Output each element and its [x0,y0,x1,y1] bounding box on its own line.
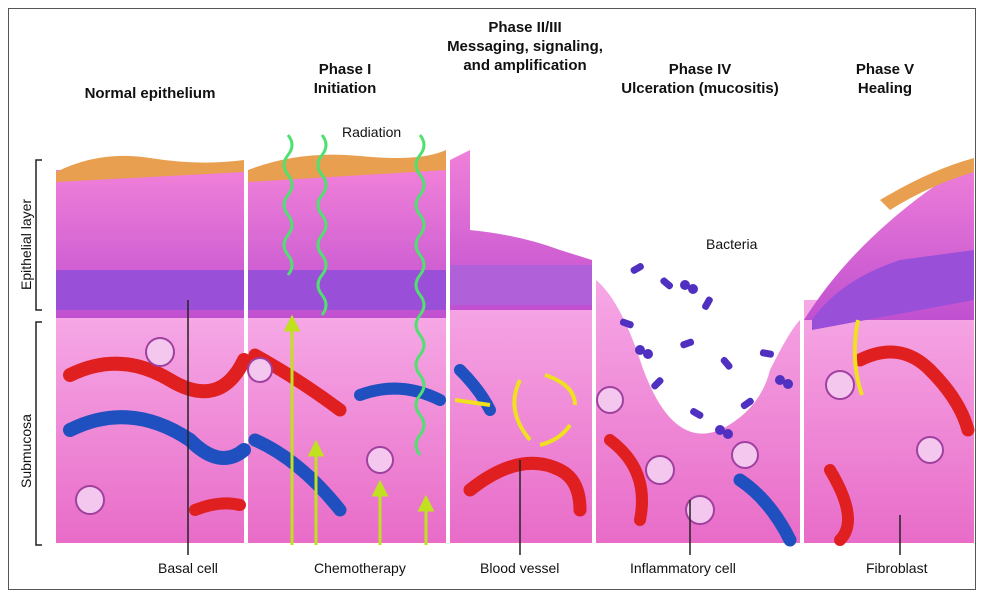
chemotherapy-label: Chemotherapy [314,560,406,576]
heading-line: Phase V [820,60,950,79]
heading-line: Phase I [250,60,440,79]
heading-normal-epithelium: Normal epithelium [60,84,240,103]
inflammatory-cell-label: Inflammatory cell [630,560,736,576]
heading-phase-5: Phase V Healing [820,60,950,98]
side-brackets [36,160,42,545]
heading-line: Messaging, signaling, [440,37,610,56]
heading-phase-2-3: Phase II/III Messaging, signaling, and a… [440,18,610,75]
heading-line: Initiation [250,79,440,98]
bacteria-label: Bacteria [706,236,757,252]
heading-line: Healing [820,79,950,98]
radiation-label: Radiation [342,124,401,140]
heading-line: Phase IV [610,60,790,79]
heading-line: Normal epithelium [60,84,240,103]
blood-vessel-label: Blood vessel [480,560,559,576]
submucosa-label: Submucosa [18,414,34,488]
heading-phase-4: Phase IV Ulceration (mucositis) [610,60,790,98]
heading-phase-1: Phase I Initiation [250,60,440,98]
fibroblast-label: Fibroblast [866,560,927,576]
heading-line: and amplification [440,56,610,75]
heading-line: Ulceration (mucositis) [610,79,790,98]
basal-cell-label: Basal cell [158,560,218,576]
heading-line: Phase II/III [440,18,610,37]
epithelial-layer-label: Epithelial layer [18,199,34,290]
